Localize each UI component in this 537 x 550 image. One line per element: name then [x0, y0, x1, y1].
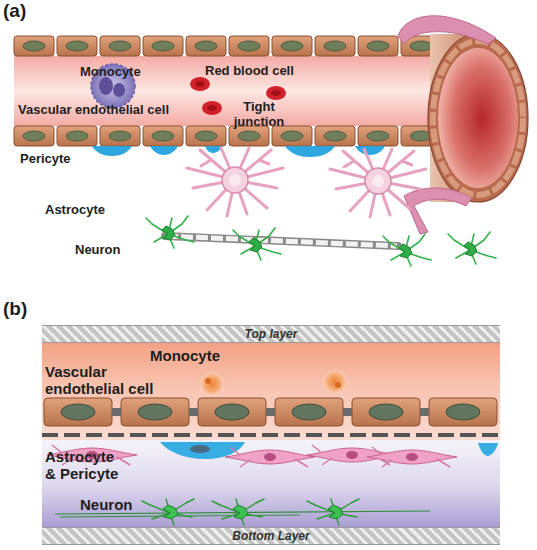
pericyte-cell [205, 146, 222, 153]
endothelial-wall-top [315, 36, 355, 56]
endothelial-wall-top [14, 36, 54, 56]
cell-label: Vascular endothelial cell [18, 103, 193, 118]
cell-label: Tight junction [226, 100, 292, 130]
neuron-cell [146, 216, 194, 248]
neuron-cell [146, 216, 496, 266]
astrocyte-cell [330, 149, 426, 217]
myelinated-axon [165, 236, 398, 246]
endothelial-wall-bottom [229, 126, 269, 146]
layer-name: Top layer [42, 326, 500, 342]
endothelial-wall-bottom [14, 126, 54, 146]
neuron-cell [448, 232, 496, 264]
endothelial-wall-bottom [57, 126, 97, 146]
vessel-end [433, 41, 523, 195]
vessel-end [430, 34, 478, 202]
endothelial-wall-top [358, 36, 398, 56]
pericyte-cell [92, 146, 132, 156]
vessel-end [438, 48, 518, 188]
cell-label: Vascular endothelial cell [45, 363, 160, 398]
cell-label: Monocyte [80, 65, 170, 80]
endothelial-wall-top [57, 36, 97, 56]
cell-label: Astrocyte & Pericyte [45, 448, 125, 483]
cell-label: Red blood cell [205, 64, 315, 79]
endothelial-wall-bottom [358, 126, 398, 146]
vessel-end [428, 34, 528, 202]
pericyte-cell [355, 146, 385, 155]
cell-label: Monocyte [150, 347, 250, 364]
red-blood-cell [202, 101, 222, 115]
astrocyte-endfeet [404, 188, 472, 234]
astrocyte-cell [187, 148, 426, 217]
astrocyte-endfeet [398, 16, 496, 234]
layer-name: Bottom Layer [42, 528, 500, 544]
neuron-cell [233, 228, 281, 260]
brain-channel: Astrocyte & PericyteNeuron [42, 440, 500, 527]
top-layer-band: Top layer [42, 325, 500, 343]
bottom-layer-band: Bottom Layer [42, 527, 500, 545]
endothelial-wall-bottom [143, 126, 183, 146]
cell-label: Neuron [80, 496, 160, 513]
pericyte-cell [285, 146, 335, 157]
endothelial-wall-top [229, 36, 269, 56]
endothelial-wall-bottom [401, 126, 441, 146]
panel-label: (a) [3, 0, 43, 22]
endothelial-wall-bottom [315, 126, 355, 146]
neuron-cell [383, 234, 431, 266]
endothelial-wall-top [14, 36, 441, 56]
red-blood-cell [266, 86, 286, 100]
endothelial-wall-top [143, 36, 183, 56]
endothelial-wall-bottom [272, 126, 312, 146]
vascular-channel: MonocyteVascular endothelial cell [42, 343, 500, 440]
monocyte-cell [99, 77, 113, 95]
monocyte-cell [113, 83, 125, 97]
myelinated-axon [166, 236, 397, 246]
endothelial-wall-bottom [100, 126, 140, 146]
myelinated-axon [165, 236, 398, 246]
pericyte-cell [150, 146, 178, 155]
endothelial-wall-bottom [186, 126, 226, 146]
endothelial-wall-top [272, 36, 312, 56]
astrocyte-cell [187, 148, 283, 216]
red-blood-cell [190, 77, 210, 91]
cell-label: Neuron [75, 243, 155, 258]
cell-label: Astrocyte [45, 203, 135, 218]
endothelial-wall-top [401, 36, 441, 56]
endothelial-wall-bottom [14, 126, 441, 146]
endothelial-wall-top [186, 36, 226, 56]
astrocyte-endfeet [398, 16, 496, 44]
cell-label: Pericyte [20, 152, 100, 167]
endothelial-wall-top [100, 36, 140, 56]
pericyte-cell [92, 146, 385, 157]
vessel-end [428, 34, 528, 202]
panel-label: (b) [3, 298, 43, 320]
